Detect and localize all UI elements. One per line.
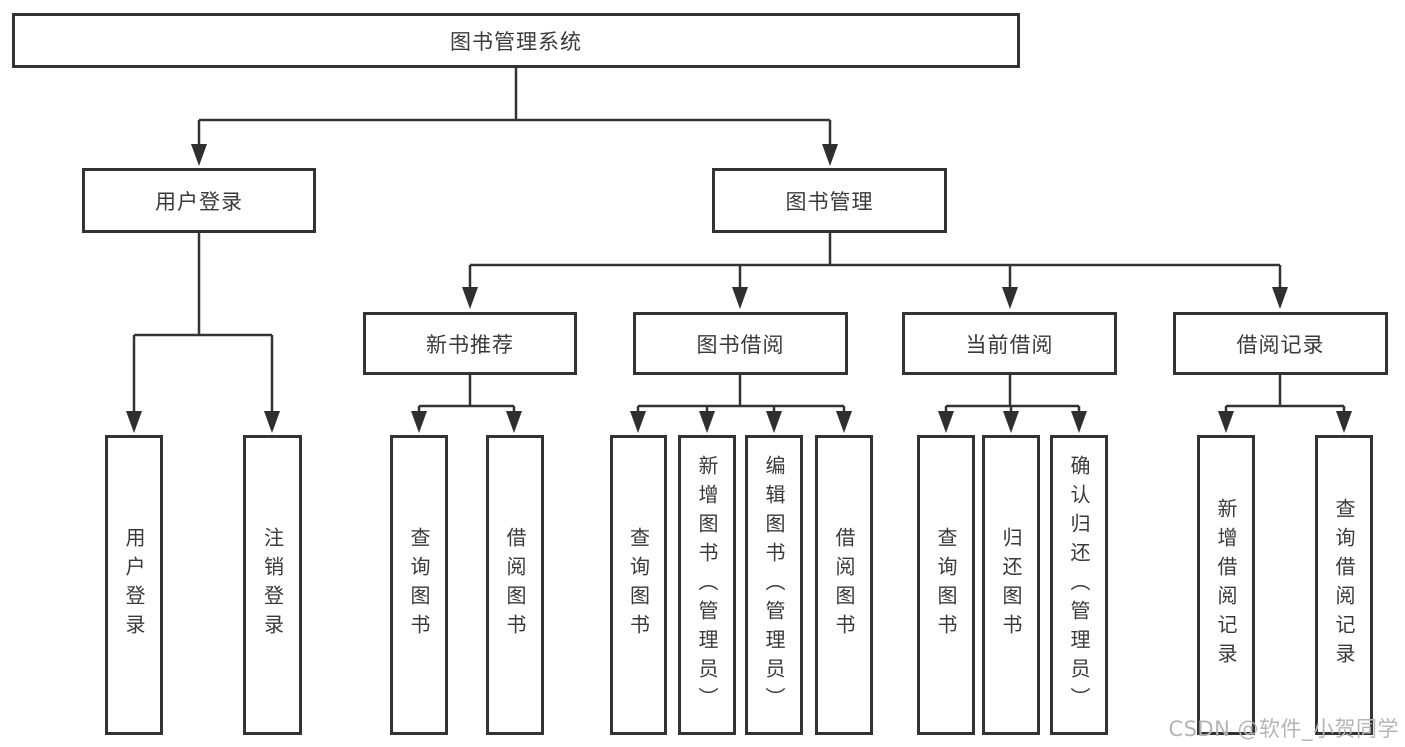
leaf-query-borrow-record: 查询借阅记录 (1315, 435, 1373, 735)
branch-borrow-records (1224, 375, 1346, 414)
leaf-query-book-current: 查询图书 (917, 435, 975, 735)
leaf-return-book: 归还图书 (982, 435, 1040, 735)
node-book-borrow: 图书借阅 (633, 312, 848, 375)
leaf-add-book-admin: 新增图书（管理员） (678, 435, 736, 735)
leaf-confirm-return-admin: 确认归还（管理员） (1050, 435, 1108, 735)
node-book-management: 图书管理 (712, 168, 947, 233)
leaf-edit-book-admin: 编辑图书（管理员） (745, 435, 803, 735)
node-new-book-recommend: 新书推荐 (363, 312, 577, 375)
branch-current-borrow (944, 375, 1081, 414)
watermark-csdn: CSDN @软件_小贺同学 (1168, 717, 1399, 741)
branch-user-login (132, 233, 274, 414)
leaf-borrow-book-recommend: 借阅图书 (486, 435, 544, 735)
leaf-borrow-book: 借阅图书 (815, 435, 873, 735)
branch-book-management (468, 233, 1282, 290)
node-borrow-records: 借阅记录 (1173, 312, 1388, 375)
leaf-query-book-recommend: 查询图书 (390, 435, 448, 735)
leaf-query-book-borrow: 查询图书 (610, 435, 667, 735)
branch-book-borrow (636, 375, 846, 414)
leaf-add-borrow-record: 新增借阅记录 (1197, 435, 1255, 735)
node-user-login: 用户登录 (82, 168, 316, 233)
arrowheads (126, 144, 1352, 433)
branch-new-book-recommend (417, 375, 516, 414)
branch-root (197, 68, 832, 148)
leaf-logout: 注销登录 (243, 435, 302, 735)
node-current-borrow: 当前借阅 (902, 312, 1117, 375)
leaf-user-login: 用户登录 (105, 435, 163, 735)
node-root: 图书管理系统 (12, 13, 1020, 68)
